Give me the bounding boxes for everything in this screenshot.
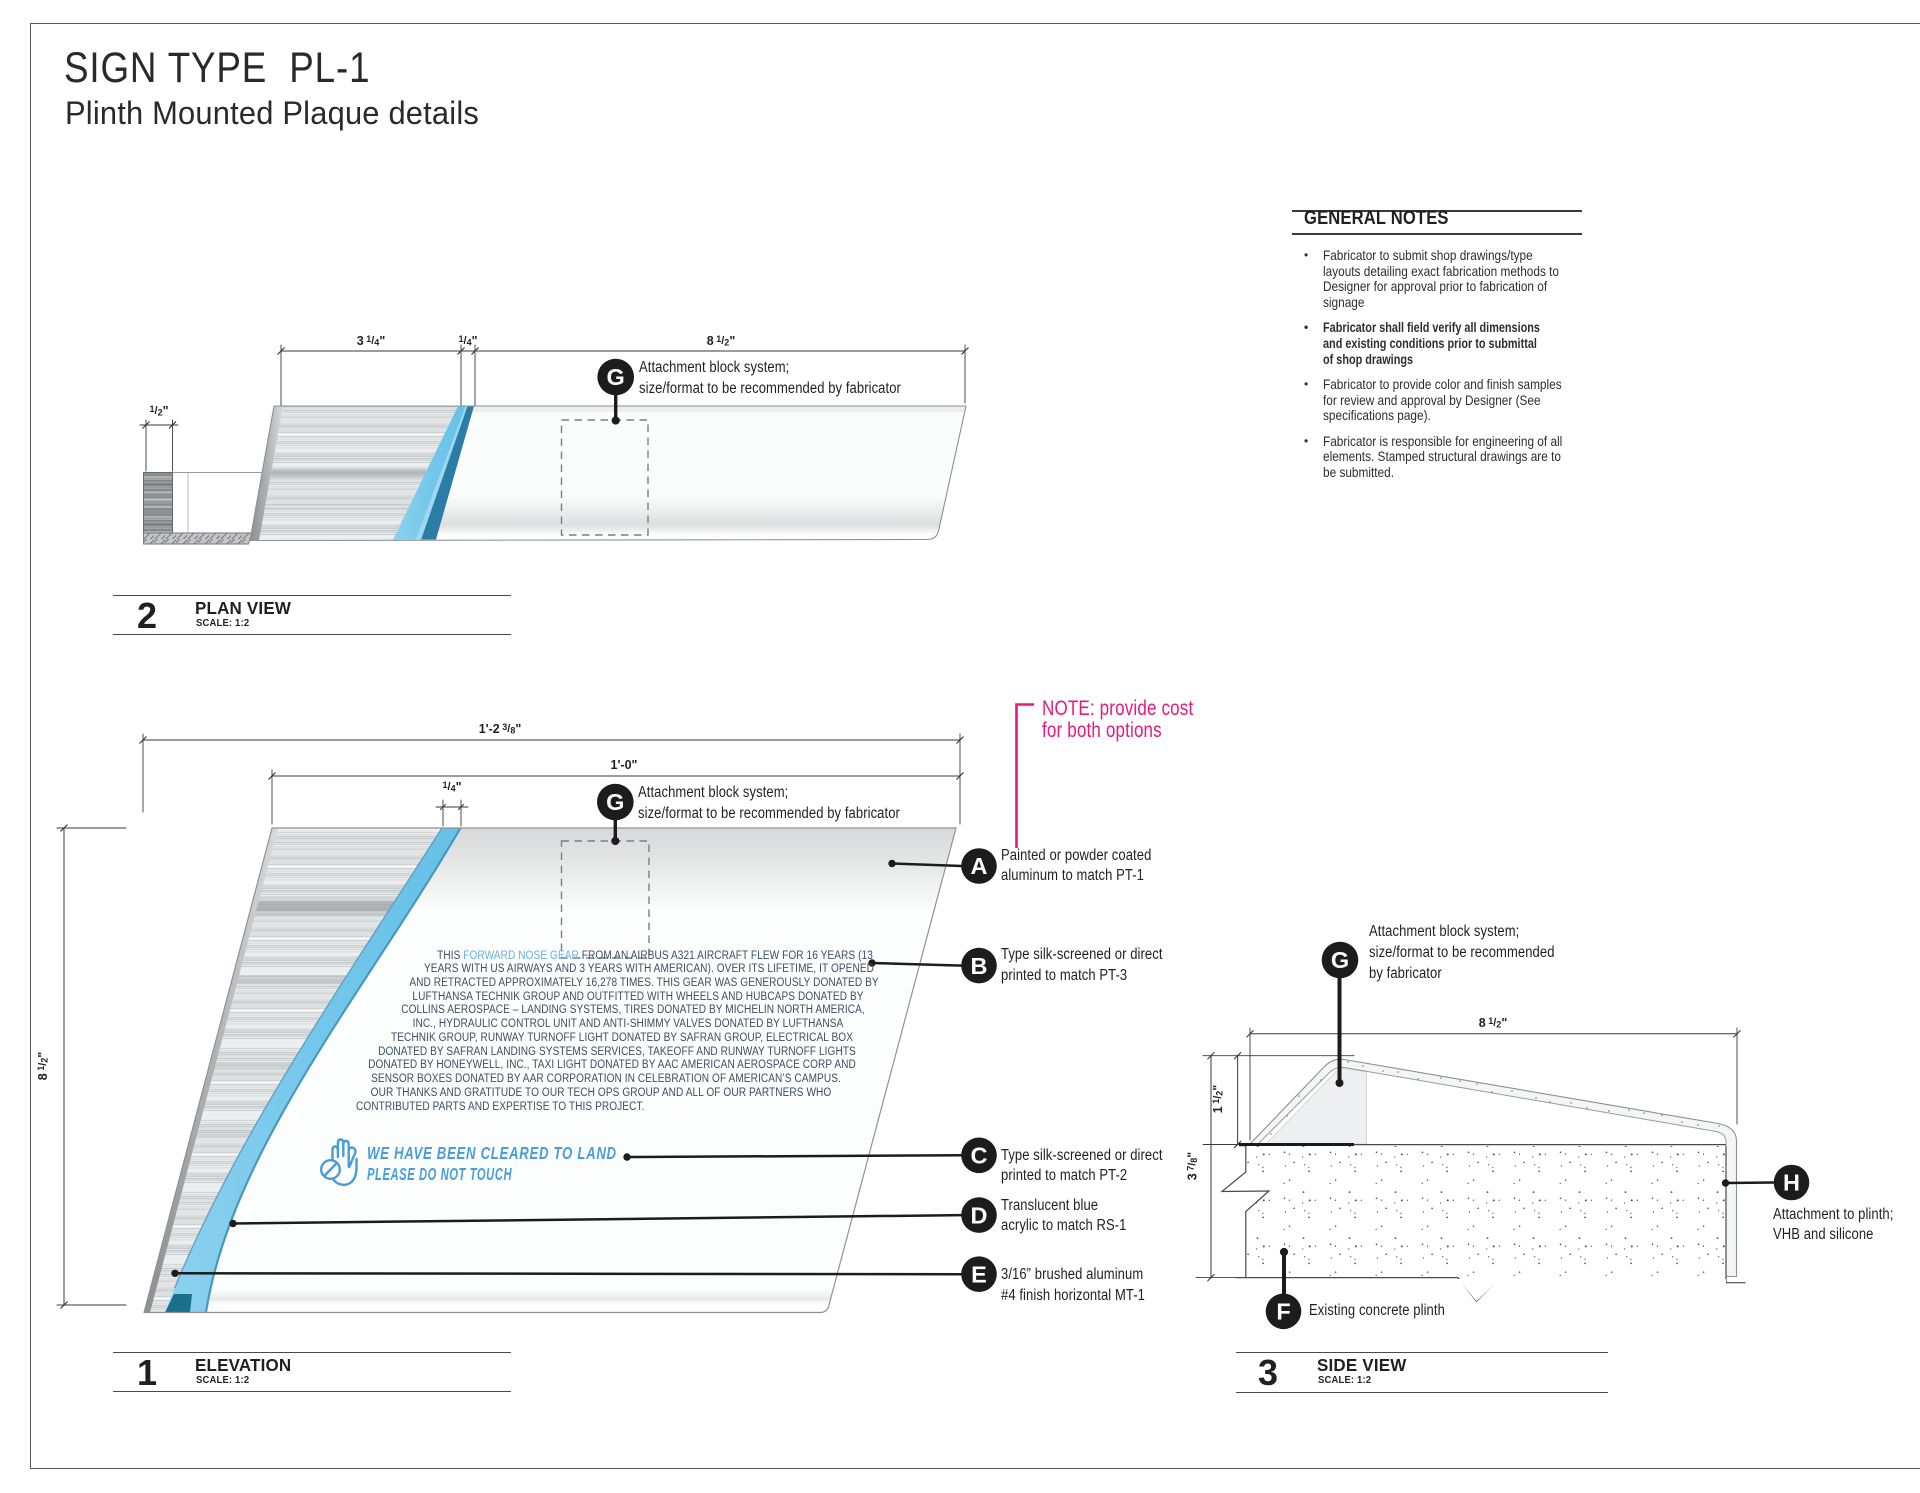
- svg-text:H: H: [1783, 1170, 1800, 1196]
- svg-text:G: G: [1331, 947, 1349, 973]
- svg-text:A: A: [971, 853, 988, 879]
- svg-text:8 1/2": 8 1/2": [707, 334, 736, 348]
- svg-text:1'-2 3/8": 1'-2 3/8": [479, 722, 522, 736]
- svg-text:G: G: [607, 364, 625, 390]
- svg-text:C: C: [971, 1143, 988, 1169]
- svg-text:G: G: [606, 789, 624, 815]
- svg-text:B: B: [971, 953, 988, 979]
- svg-text:1/4": 1/4": [442, 780, 461, 794]
- svg-text:3 7/8": 3 7/8": [1185, 1152, 1199, 1181]
- svg-text:8 1/2": 8 1/2": [36, 1052, 50, 1081]
- svg-text:1/4": 1/4": [458, 334, 477, 348]
- svg-text:D: D: [971, 1202, 988, 1228]
- svg-text:E: E: [971, 1261, 987, 1287]
- svg-text:1 1/2": 1 1/2": [1211, 1085, 1225, 1114]
- svg-text:3 1/4": 3 1/4": [357, 334, 386, 348]
- svg-text:1/2": 1/2": [149, 404, 168, 418]
- svg-text:1'-0": 1'-0": [611, 758, 638, 772]
- svg-text:8 1/2": 8 1/2": [1479, 1016, 1508, 1030]
- svg-text:F: F: [1276, 1299, 1290, 1325]
